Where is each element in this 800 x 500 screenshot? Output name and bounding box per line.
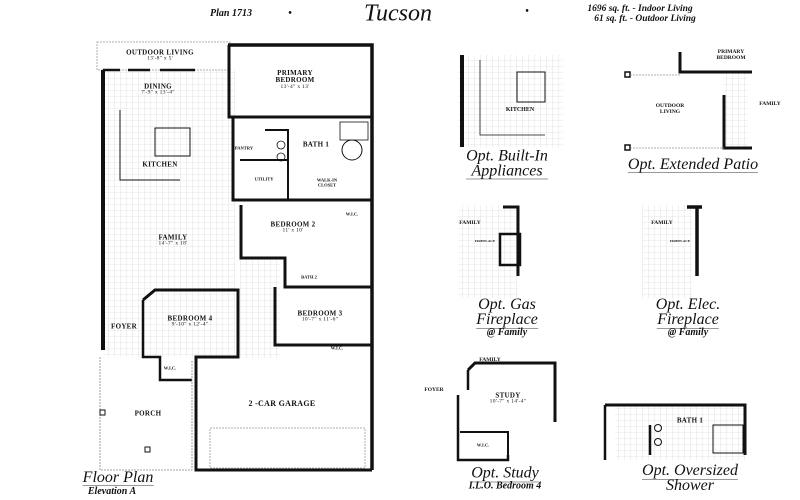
opt-label-primary-bedroom: PRIMARY BEDROOM: [716, 49, 746, 61]
opt-label-family: FAMILY: [651, 220, 673, 227]
room-wic: W.I.C.: [163, 365, 177, 371]
separator: •: [525, 5, 529, 17]
room-porch: PORCH: [134, 409, 162, 418]
main-floor-plan: [96, 41, 374, 472]
room-walk-in-closet: WALK-IN CLOSET: [316, 177, 338, 187]
opt-label-foyer: FOYER: [424, 387, 444, 394]
option-oversized-shower-drawing: [603, 403, 747, 460]
option-elec-fireplace-drawing: [642, 205, 702, 298]
option-extended-patio: Opt. Extended Patio: [627, 156, 759, 173]
room-wic: W.I.C.: [345, 211, 359, 217]
room-utility: UTILITY: [254, 176, 274, 182]
opt-label-bath-1: BATH 1: [676, 416, 704, 425]
opt-label-family: FAMILY: [459, 220, 481, 227]
option-gas-fireplace-drawing: [458, 205, 522, 298]
option-elec-fireplace: Opt. Elec.Fireplace@ Family: [655, 296, 721, 339]
elevation-caption: Elevation A: [87, 486, 137, 497]
opt-label-kitchen: KITCHEN: [505, 106, 535, 113]
opt-label-fireplace: FIREPLACE: [474, 239, 496, 244]
option-extended-patio-drawing: [624, 52, 752, 151]
room-bath-1: BATH 1: [302, 140, 330, 149]
room-foyer: FOYER: [111, 322, 137, 331]
plan-number: Plan 1713: [210, 7, 252, 19]
separator: •: [288, 7, 292, 19]
room-bath-2: BATH 2: [301, 274, 317, 280]
option-built-in-drawing: [458, 55, 563, 147]
outdoor-sqft: 61 sq. ft. - Outdoor Living: [594, 14, 696, 25]
room-garage: 2 -CAR GARAGE: [248, 398, 316, 408]
opt-label-wic: W.I.C.: [476, 442, 490, 448]
plan-name: Tucson: [363, 0, 433, 27]
opt-label-fireplace: FIREPLACE: [669, 239, 691, 244]
opt-label-outdoor-living: OUTDOOR LIVING: [655, 103, 685, 115]
indoor-sqft: 1696 sq. ft. - Indoor Living: [587, 4, 693, 15]
opt-label-family: FAMILY: [479, 357, 501, 364]
floor-plan-caption: Floor Plan: [82, 469, 154, 486]
room-kitchen: KITCHEN: [142, 160, 178, 169]
opt-label-family: FAMILY: [759, 101, 781, 108]
room-pantry: PANTRY: [234, 145, 254, 151]
option-study-drawing: [456, 361, 557, 462]
room-wic: W.I.C.: [330, 345, 344, 351]
